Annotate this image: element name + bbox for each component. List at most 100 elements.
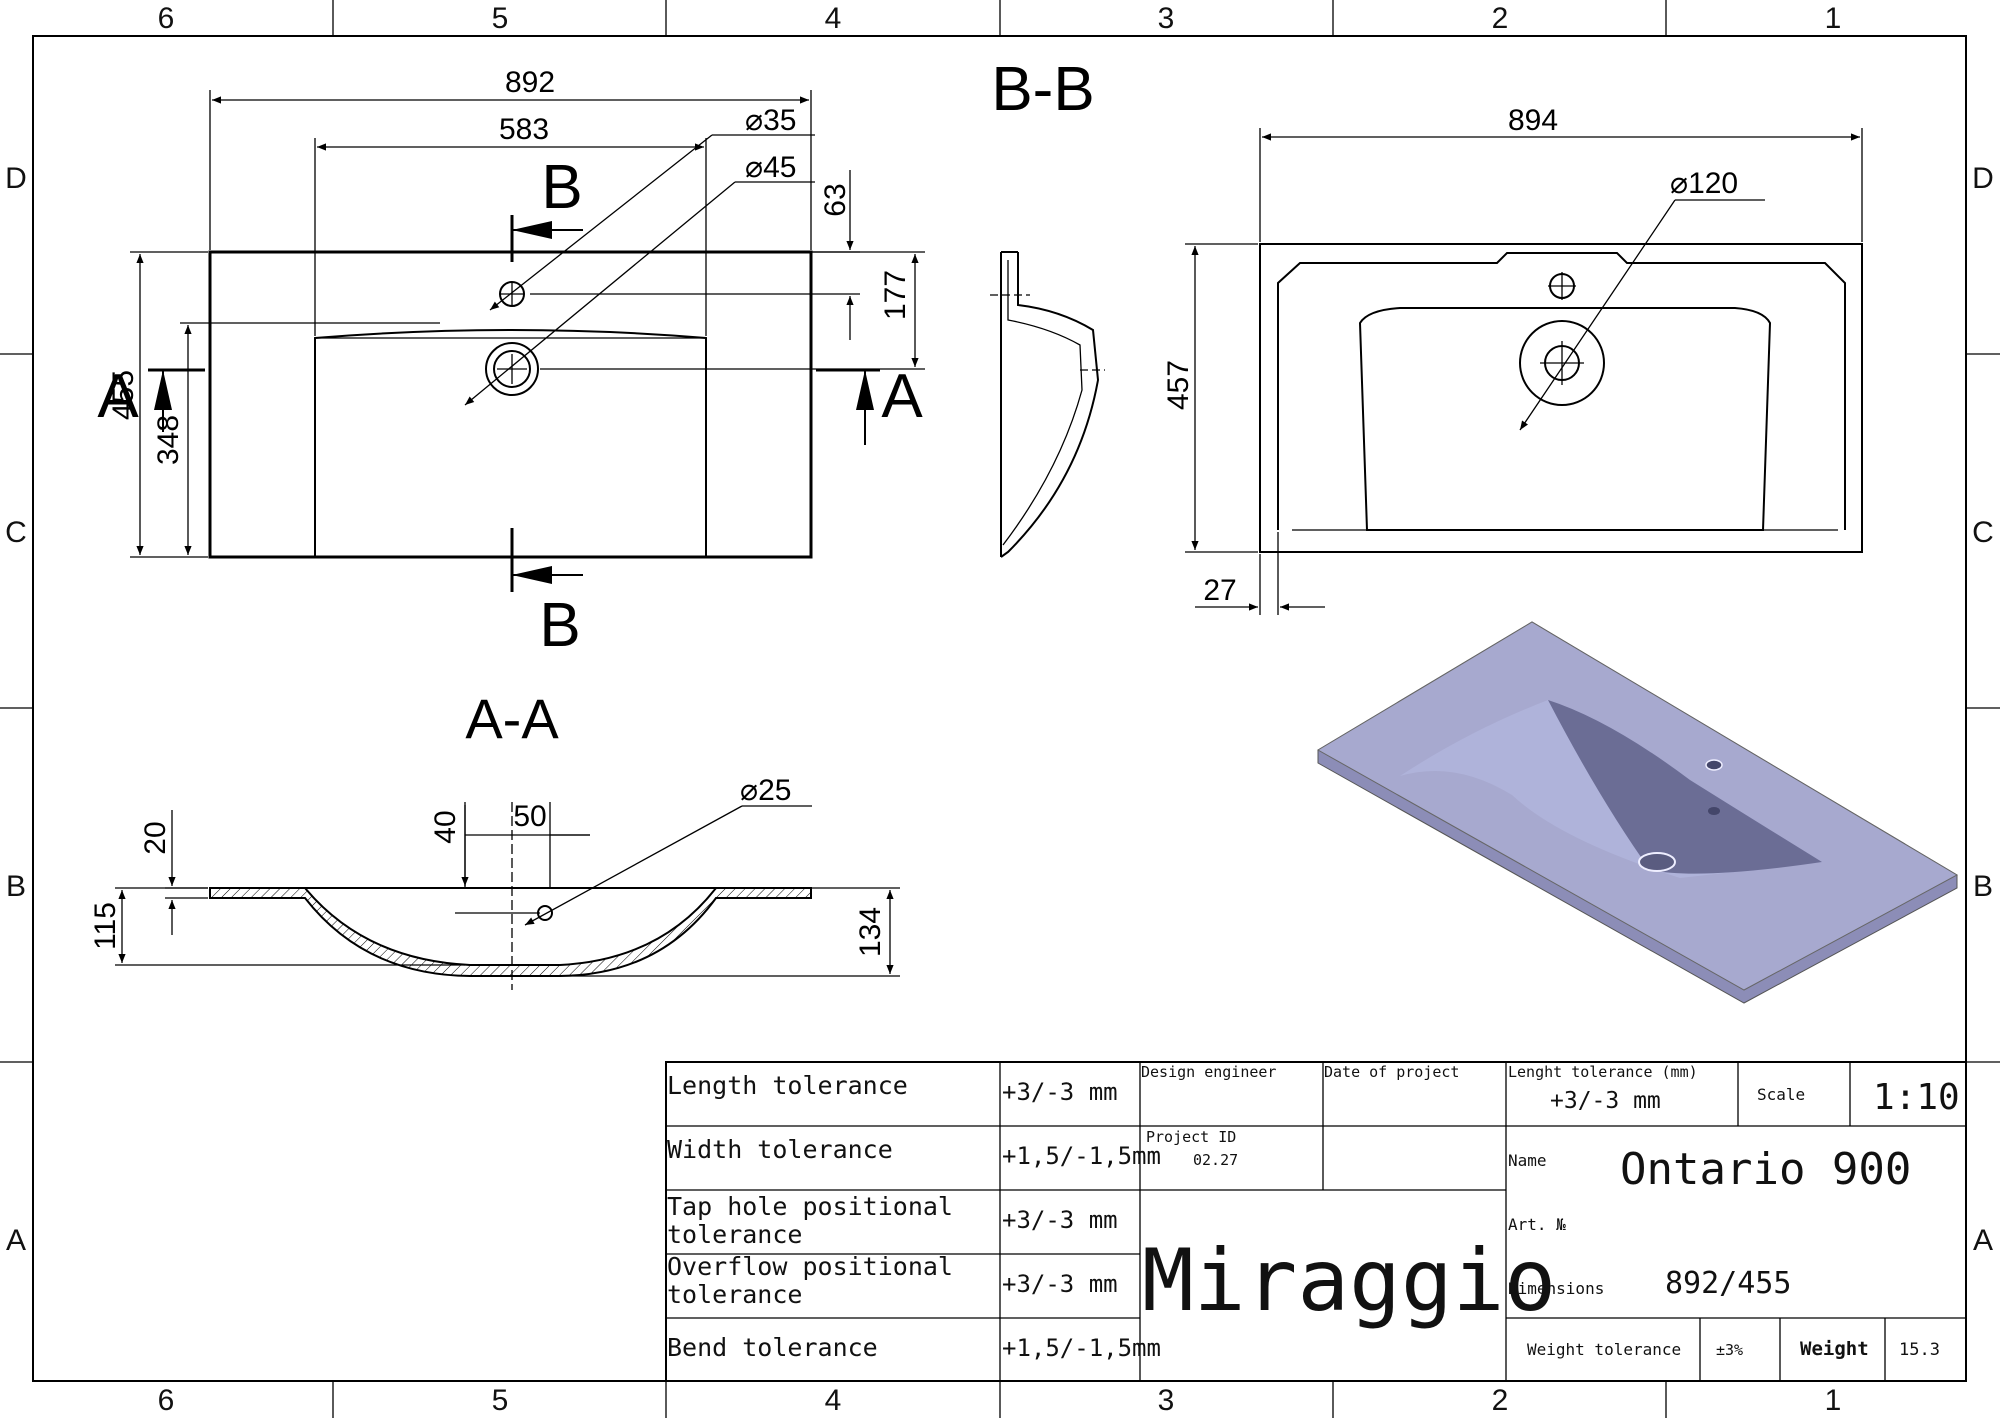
zone-row-a-right: A [1973,1224,1993,1257]
section-bb-title: B-B [991,55,1094,124]
length-tolerance-value: +3/-3 mm [1550,1088,1661,1114]
zone-col-2-bottom: 2 [1492,1384,1509,1417]
dim-bowl-length: 583 [499,113,549,146]
tolerance-label-line2: tolerance [667,1280,802,1309]
zone-col-1-bottom: 1 [1825,1384,1842,1417]
project-id-value: 02.27 [1193,1151,1238,1169]
isometric-view [1317,621,1959,1004]
section-aa-title: A-A [465,687,559,750]
dimensions-label: Dimensions [1508,1279,1604,1298]
basin-outline [208,250,813,559]
brand-logo: Miraggio [1142,1231,1556,1331]
bb-dim-diameter-value: 120 [1688,167,1738,200]
dim-drain-hole-value: 45 [763,151,796,184]
tolerance-label: Bend tolerance [667,1333,878,1362]
tolerance-value: +3/-3 mm [1002,1206,1118,1234]
tolerance-label-line1: Overflow positional [667,1252,953,1281]
name-label: Name [1508,1151,1547,1170]
weight-tolerance-value: ±3% [1716,1341,1743,1359]
length-tolerance-label: Lenght tolerance (mm) [1508,1063,1698,1081]
aa-dim-diameter: ⌀25 [740,774,791,807]
zone-col-4-bottom: 4 [825,1384,842,1417]
zone-col-3-bottom: 3 [1158,1384,1175,1417]
tolerance-value: +3/-3 mm [1002,1078,1118,1106]
aa-dim-115: 115 [89,902,122,950]
scale-value: 1:10 [1873,1077,1960,1118]
date-of-project-label: Date of project [1324,1063,1459,1081]
drain-inner [493,350,531,388]
scale-label: Scale [1757,1085,1805,1104]
aa-overflow-hole [537,905,553,921]
zone-row-d-left: D [5,162,27,195]
zone-col-4-top: 4 [825,2,842,35]
tolerance-row-overflow: Overflow positional tolerance +3/-3 mm [667,1252,1118,1309]
section-aa-view: ⌀25 50 40 20 115 134 [89,774,900,990]
weight-value: 15.3 [1899,1340,1940,1360]
dim-tap-hole-value: 35 [763,104,796,137]
weight-label: Weight [1800,1338,1869,1360]
zone-col-6-top: 6 [158,2,175,35]
zone-row-c-right: C [1972,516,1994,549]
bb-outline [1259,243,1863,553]
section-b-label-bottom: B [539,591,580,660]
zone-row-b-left: B [6,870,26,903]
aa-dim-diameter-value: 25 [758,774,791,807]
tolerance-row-tap-hole: Tap hole positional tolerance +3/-3 mm [667,1192,1118,1249]
bb-dim-length: 894 [1508,104,1558,137]
art-number-label: Art. № [1508,1215,1566,1234]
zone-row-c-left: C [5,516,27,549]
tolerance-label: Width tolerance [667,1135,893,1164]
zone-col-5-bottom: 5 [492,1384,509,1417]
product-name: Ontario 900 [1620,1144,1911,1195]
zone-col-3-top: 3 [1158,2,1175,35]
aa-dim-134: 134 [854,907,887,957]
bowl-outline [314,329,707,557]
project-id-label: Project ID [1146,1128,1236,1146]
aa-dim-diameter-symbol: ⌀ [740,774,758,807]
bb-drain-outer [1519,320,1605,406]
tolerance-value: +3/-3 mm [1002,1270,1118,1298]
dim-drain-hole: ⌀45 [745,151,796,184]
bb-dim-diameter: ⌀120 [1670,167,1738,200]
section-a-label-left: A [97,362,139,431]
tolerance-label: Length tolerance [667,1071,908,1100]
tolerance-value: +1,5/-1,5mm [1002,1334,1161,1362]
tolerance-row-bend: Bend tolerance +1,5/-1,5mm [667,1333,1161,1362]
tolerance-label-line1: Tap hole positional [667,1192,953,1221]
tolerance-row-width: Width tolerance +1,5/-1,5mm [667,1135,1161,1170]
bb-dim-width: 457 [1162,360,1195,410]
zone-row-d-right: D [1972,162,1994,195]
dimensions-value: 892/455 [1665,1266,1791,1301]
dim-drain-hole-symbol: ⌀ [745,151,763,184]
dim-tap-hole-symbol: ⌀ [745,104,763,137]
zone-row-b-right: B [1973,870,1993,903]
design-engineer-label: Design engineer [1141,1063,1276,1081]
drain-outer [485,342,539,396]
zone-col-6-bottom: 6 [158,1384,175,1417]
weight-tolerance-label: Weight tolerance [1527,1340,1681,1359]
tolerance-row-length: Length tolerance +3/-3 mm [667,1071,1118,1106]
zone-col-2-top: 2 [1492,2,1509,35]
aa-dim-50: 50 [513,800,546,833]
bb-dim-diameter-symbol: ⌀ [1670,167,1688,200]
tolerance-value: +1,5/-1,5mm [1002,1142,1161,1170]
side-view [990,251,1105,558]
bb-dim-27: 27 [1203,574,1236,607]
dim-348: 348 [152,415,185,465]
aa-dim-40: 40 [429,810,462,843]
zone-row-a-left: A [6,1224,26,1257]
tolerance-label-line2: tolerance [667,1220,802,1249]
section-bb-view: 894 ⌀120 457 27 [1162,104,1863,615]
top-view: 892 583 ⌀35 ⌀45 63 177 455 348 [97,66,925,660]
dim-overall-length: 892 [505,66,555,99]
aa-dim-20: 20 [139,821,172,854]
section-a-label-right: A [881,362,923,431]
zone-col-5-top: 5 [492,2,509,35]
section-b-label-top: B [541,153,582,222]
zone-col-1-top: 1 [1825,2,1842,35]
dim-tap-hole: ⌀35 [745,104,796,137]
dim-overall-width: 455 [107,370,140,420]
title-block: Length tolerance +3/-3 mm Width toleranc… [665,1061,1967,1382]
dim-177: 177 [879,270,912,320]
